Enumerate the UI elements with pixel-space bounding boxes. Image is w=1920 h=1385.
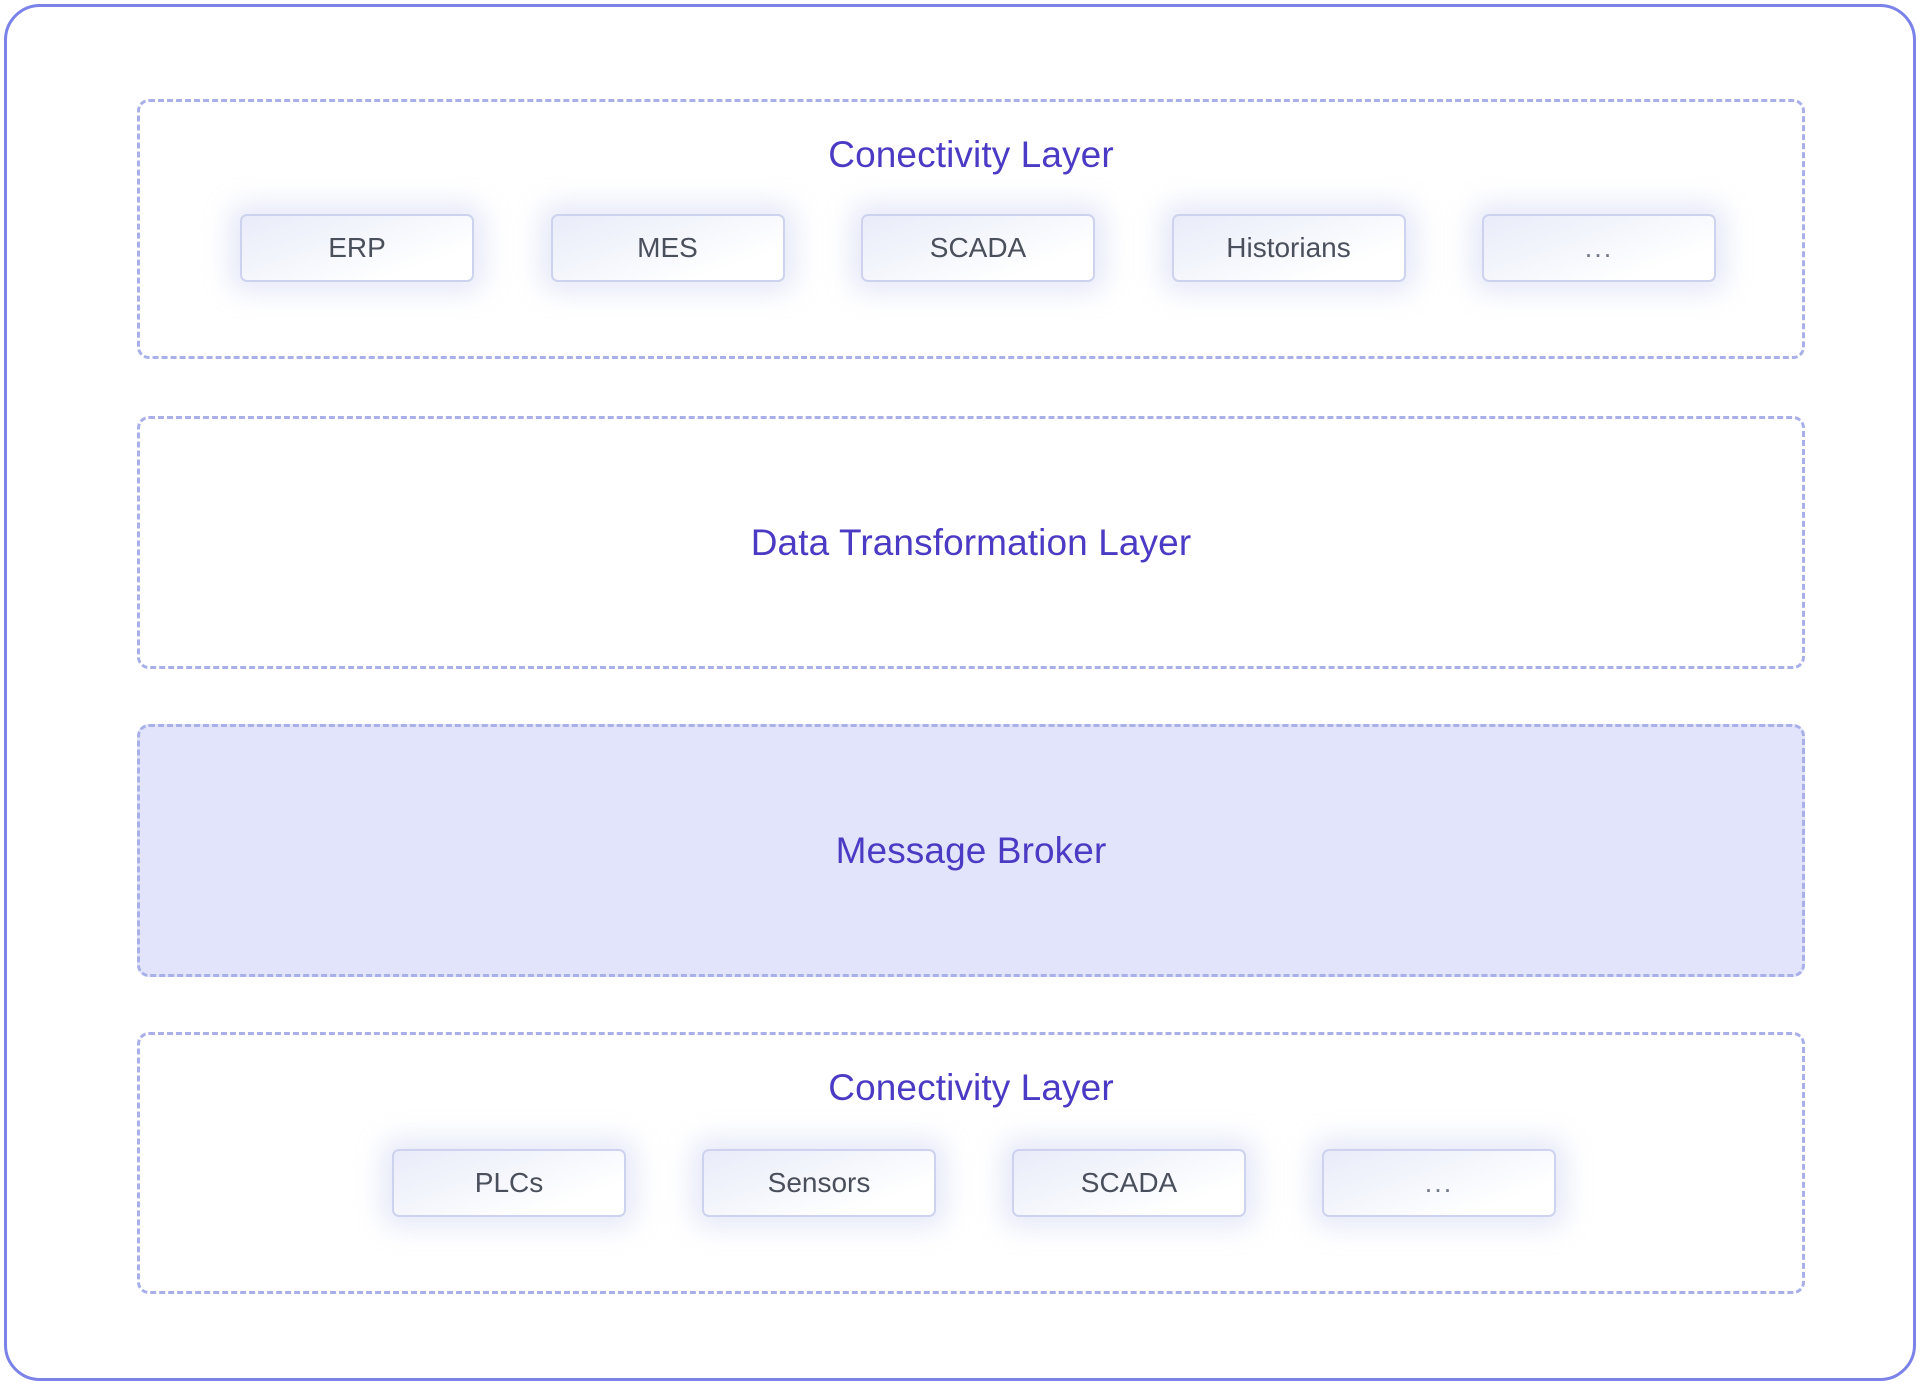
node-mes[interactable]: MES (550, 214, 785, 282)
node-scada-bottom[interactable]: SCADA (1012, 1149, 1246, 1217)
outer-frame: Conectivity Layer ERP MES SCADA Historia… (4, 4, 1916, 1381)
layer-stack: Conectivity Layer ERP MES SCADA Historia… (137, 99, 1805, 1301)
node-more-top[interactable]: ... (1482, 214, 1716, 282)
layer-title-data-transformation: Data Transformation Layer (750, 521, 1192, 563)
node-erp[interactable]: ERP (240, 214, 474, 282)
layer-title-message-broker: Message Broker (835, 829, 1107, 871)
node-historians[interactable]: Historians (1171, 214, 1406, 282)
layer-title-connectivity-top: Conectivity Layer (828, 134, 1114, 175)
layer-connectivity-bottom: Conectivity Layer PLCs Sensors SCADA ... (137, 1032, 1805, 1294)
node-plcs[interactable]: PLCs (392, 1149, 626, 1217)
node-row-connectivity-bottom: PLCs Sensors SCADA ... (140, 1149, 1802, 1217)
node-row-connectivity-top: ERP MES SCADA Historians ... (140, 214, 1802, 282)
layer-data-transformation: Data Transformation Layer (137, 416, 1805, 669)
layer-connectivity-top: Conectivity Layer ERP MES SCADA Historia… (137, 99, 1805, 359)
node-scada-top[interactable]: SCADA (861, 214, 1095, 282)
node-sensors[interactable]: Sensors (702, 1149, 936, 1217)
layer-title-connectivity-bottom: Conectivity Layer (828, 1067, 1114, 1108)
node-more-bottom[interactable]: ... (1322, 1149, 1556, 1217)
layer-message-broker: Message Broker (137, 724, 1805, 977)
